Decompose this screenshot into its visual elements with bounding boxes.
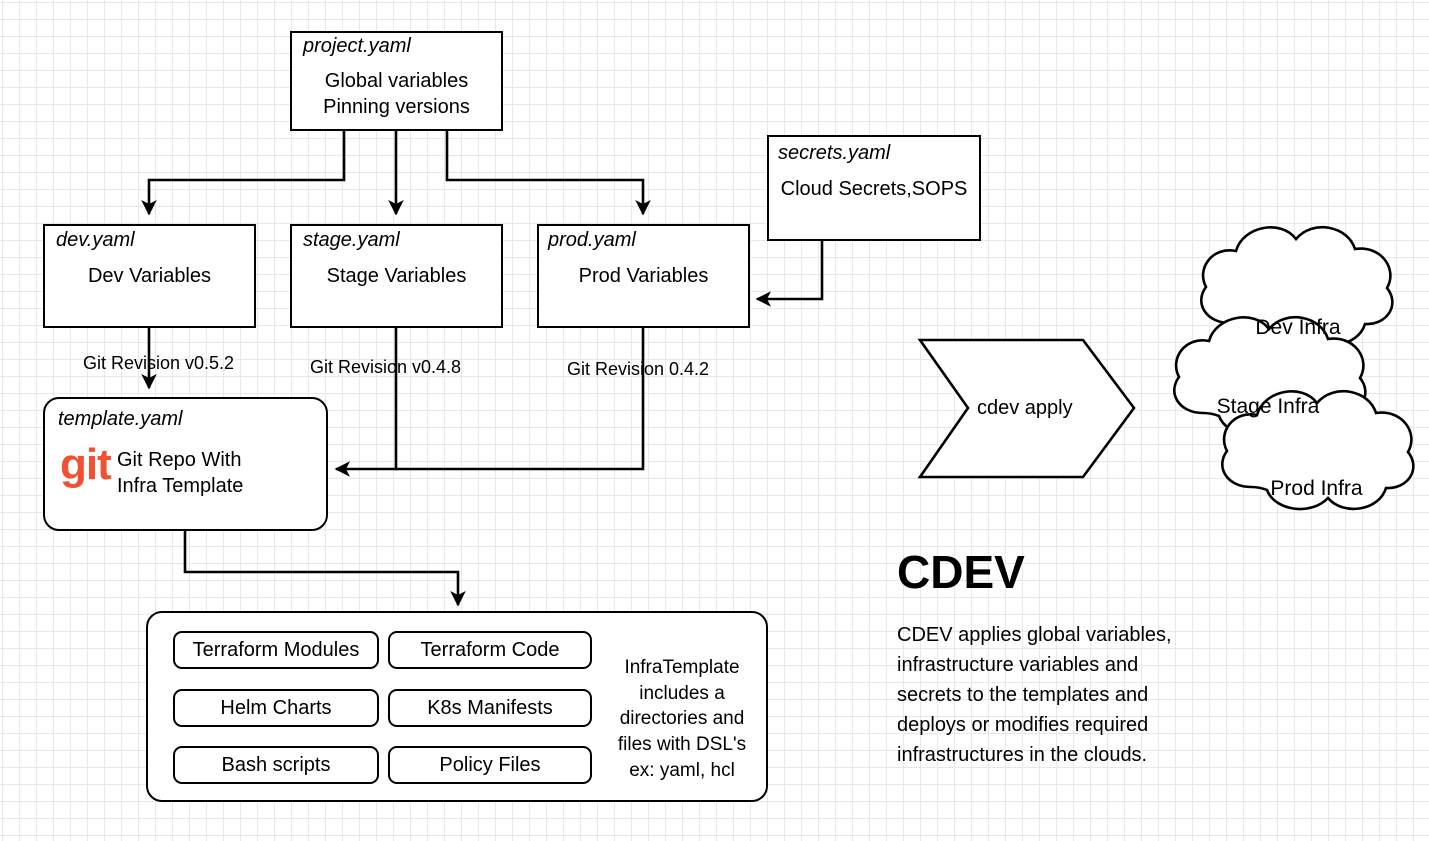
page-title: CDEV bbox=[897, 546, 1025, 598]
git-icon: git bbox=[60, 440, 112, 489]
cdev-apply-shape bbox=[917, 338, 1136, 479]
node-template-yaml[interactable] bbox=[43, 397, 328, 531]
edge-project-to-dev bbox=[141, 131, 346, 216]
brand-description: CDEV applies global variables, infrastru… bbox=[897, 624, 1172, 766]
cdev-apply-label: cdev apply bbox=[977, 397, 1073, 419]
chip-helm-charts[interactable]: Helm Charts bbox=[173, 689, 379, 727]
node-dev-yaml-body: Dev Variables bbox=[87, 265, 212, 287]
cloud-label-prod-infra: Prod Infra bbox=[1270, 477, 1363, 500]
chip-terraform-modules[interactable]: Terraform Modules bbox=[173, 631, 379, 669]
chip-policy-files[interactable]: Policy Files bbox=[388, 746, 592, 784]
node-stage-yaml[interactable] bbox=[290, 224, 503, 328]
cloud-prod-infra-shape bbox=[1221, 389, 1415, 511]
node-template-yaml-filename: template.yaml bbox=[58, 408, 183, 430]
node-project-yaml-body: Global variables Pinning versions bbox=[323, 70, 470, 118]
node-stage-yaml-body: Stage Variables bbox=[326, 265, 467, 287]
node-dev-yaml-filename: dev.yaml bbox=[56, 229, 135, 251]
edge-template-to-infratemplate bbox=[183, 531, 466, 607]
node-prod-yaml[interactable] bbox=[537, 224, 750, 328]
node-dev-yaml[interactable] bbox=[43, 224, 256, 328]
node-prod-yaml-filename: prod.yaml bbox=[548, 229, 636, 251]
edge-project-to-prod bbox=[445, 131, 651, 216]
chip-bash-scripts[interactable]: Bash scripts bbox=[173, 746, 379, 784]
node-secrets-yaml-body: Cloud Secrets,SOPS bbox=[780, 178, 968, 200]
chip-k8s-manifests[interactable]: K8s Manifests bbox=[388, 689, 592, 727]
node-project-yaml-filename: project.yaml bbox=[303, 35, 411, 57]
edge-secrets-to-prod bbox=[755, 241, 824, 307]
edge-prod-to-template bbox=[396, 328, 645, 471]
node-secrets-yaml-filename: secrets.yaml bbox=[778, 142, 891, 164]
chip-terraform-code[interactable]: Terraform Code bbox=[388, 631, 592, 669]
node-secrets-yaml[interactable] bbox=[767, 135, 981, 241]
node-template-yaml-body: Git Repo With Infra Template bbox=[117, 449, 244, 497]
edge-label-stage-revision: Git Revision v0.4.8 bbox=[310, 357, 462, 377]
cloud-label-dev-infra: Dev Infra bbox=[1255, 316, 1341, 339]
edge-label-prod-revision: Git Revision 0.4.2 bbox=[567, 359, 710, 379]
node-stage-yaml-filename: stage.yaml bbox=[303, 229, 400, 251]
node-project-yaml[interactable] bbox=[290, 31, 503, 131]
infra-template-note: InfraTemplate includes a directories and… bbox=[617, 657, 747, 781]
edge-stage-to-template bbox=[334, 328, 398, 477]
edge-label-dev-revision: Git Revision v0.5.2 bbox=[83, 353, 235, 373]
cloud-label-stage-infra: Stage Infra bbox=[1216, 395, 1320, 418]
node-prod-yaml-body: Prod Variables bbox=[578, 265, 709, 287]
